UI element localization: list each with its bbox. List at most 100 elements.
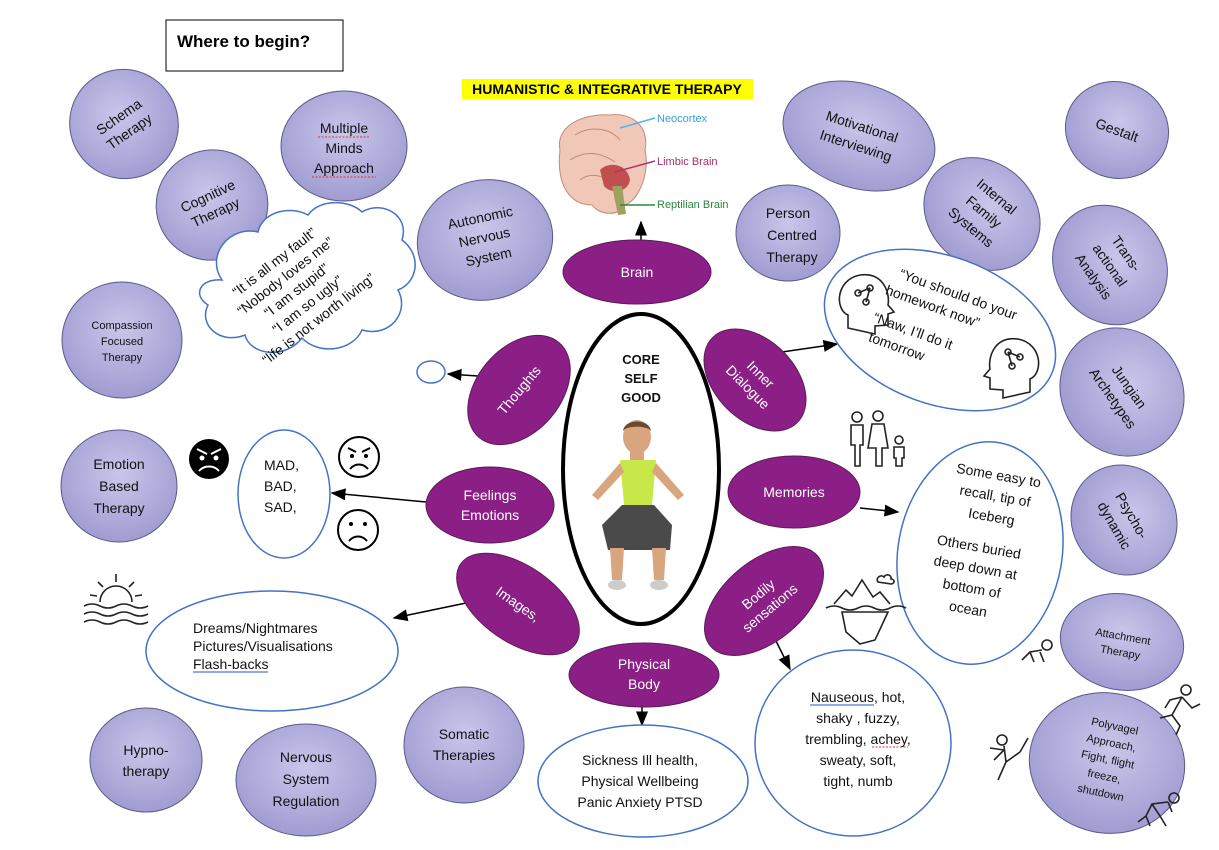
- emotion-line-2: Therapy: [93, 500, 144, 516]
- arrow-thoughts: [446, 368, 479, 381]
- hub-physical-line-0: Physical: [618, 656, 670, 672]
- therapy-motivational: Motivational Interviewing: [782, 80, 936, 192]
- sunset-icon: [83, 574, 149, 625]
- therapy-emotion-based: Emotion Based Therapy: [60, 429, 178, 543]
- family-icon: [850, 410, 905, 467]
- emotion-line-0: Emotion: [93, 456, 144, 472]
- hub-inner-dialogue: Inner Dialogue: [703, 328, 807, 432]
- compassion-line-0: Compassion: [91, 320, 152, 332]
- multiple-minds-line-1: Minds: [325, 140, 362, 156]
- crawling-baby-icon: [1021, 639, 1053, 663]
- feelings-line-2: SAD,: [264, 499, 297, 515]
- therapy-person-centred: Person Centred Therapy: [735, 184, 841, 282]
- therapy-nervous-regulation: Nervous System Regulation: [235, 723, 377, 837]
- arrow-dialogue: [781, 340, 839, 353]
- head-profile-icon: [838, 274, 896, 335]
- hub-physical-line-1: Body: [628, 676, 660, 692]
- therapy-schema: Schema Therapy: [69, 68, 179, 180]
- neocortex-label: Neocortex: [657, 113, 708, 125]
- bodily-line-4: tight, numb: [823, 773, 892, 789]
- memories-line-2: Iceberg: [967, 505, 1016, 529]
- hub-feelings-line-1: Emotions: [461, 507, 519, 523]
- bodily-box: Nauseous, hot, shaky , fuzzy, trembling,…: [754, 649, 952, 837]
- bodily-line-0: Nauseous, hot,: [811, 689, 905, 705]
- thought-cloud: “It is all my fault” “Nobody loves me” “…: [198, 201, 446, 384]
- dialogue-box: “You should do your homework now” “Naw, …: [823, 248, 1057, 412]
- compassion-line-2: Therapy: [102, 352, 143, 364]
- hub-bodily: Bodily sensations: [704, 546, 824, 656]
- therapy-jungian: Jungian Archetypes: [1059, 327, 1185, 457]
- hub-brain-shape: [562, 239, 712, 305]
- hub-thoughts: Thoughts: [467, 334, 571, 446]
- avatar-figure: [592, 420, 684, 590]
- nervous-reg-line-1: System: [283, 771, 330, 787]
- feelings-box: MAD, BAD, SAD,: [237, 429, 331, 559]
- images-line-1: Pictures/Visualisations: [193, 638, 333, 654]
- crouching-person-icon: [1137, 792, 1180, 827]
- head-profile-icon-right: [982, 338, 1040, 399]
- hub-images: Images,: [456, 552, 580, 656]
- arrow-memories: [859, 504, 900, 517]
- hub-brain-line-0: Brain: [621, 264, 654, 280]
- physical-line-1: Physical Wellbeing: [581, 773, 698, 789]
- nervous-reg-line-2: Regulation: [273, 793, 340, 809]
- fighting-person-icon: [989, 734, 1029, 781]
- core-line-0: CORE: [622, 352, 660, 367]
- arrow-images: [392, 602, 467, 622]
- multiple-minds-line-2: Approach: [314, 160, 374, 176]
- therapy-somatic: Somatic Therapies: [403, 686, 525, 804]
- therapy-ta: Trans- actional Analysis: [1052, 204, 1168, 326]
- physical-box: Sickness Ill health, Physical Wellbeing …: [537, 724, 749, 838]
- bodily-line-3: sweaty, soft,: [820, 752, 897, 768]
- images-box: Dreams/Nightmares Pictures/Visualisation…: [145, 590, 399, 712]
- therapy-autonomic: Autonomic Nervous System: [416, 179, 554, 301]
- hub-thoughts-shape: [467, 334, 571, 446]
- hub-brain: Brain: [562, 239, 712, 305]
- nervous-reg-line-0: Nervous: [280, 749, 332, 765]
- physical-line-0: Sickness Ill health,: [582, 752, 698, 768]
- emotion-line-1: Based: [99, 478, 139, 494]
- hypno-line-0: Hypno-: [123, 742, 168, 758]
- hub-feelings: Feelings Emotions: [425, 466, 555, 544]
- memories-box: Some easy to recall, tip of Iceberg Othe…: [896, 441, 1064, 665]
- therapy-compassion: Compassion Focused Therapy: [61, 281, 183, 399]
- therapy-gestalt: Gestalt: [1064, 81, 1170, 179]
- running-person-icon: [1159, 684, 1201, 736]
- therapy-hypno: Hypno- therapy: [89, 707, 203, 813]
- therapy-polyvagal: Polyvagel Approach, Fight, flight freeze…: [1028, 692, 1186, 834]
- core-labels: CORE SELF GOOD: [621, 352, 661, 405]
- hub-feelings-shape: [425, 466, 555, 544]
- compassion-line-1: Focused: [101, 336, 143, 348]
- iceberg-icon: [825, 574, 907, 645]
- therapy-ifs: Internal Family Systems: [923, 157, 1041, 271]
- brain-illustration: Neocortex Limbic Brain Reptilian Brain: [558, 113, 729, 215]
- arrow-bodily: [774, 638, 791, 671]
- sad-face-icon: [337, 509, 379, 551]
- hypno-line-1: therapy: [123, 763, 170, 779]
- therapy-psychodynamic: Psycho- dynamic: [1070, 464, 1178, 576]
- title-text: Where to begin?: [177, 32, 310, 51]
- therapy-multiple-minds: Multiple Minds Approach: [280, 90, 408, 202]
- physical-line-2: Panic Anxiety PTSD: [577, 794, 702, 810]
- hub-feelings-line-0: Feelings: [464, 487, 517, 503]
- frowning-face-icon: [338, 436, 380, 478]
- title-box: [165, 19, 344, 72]
- limbic-label: Limbic Brain: [657, 156, 718, 168]
- images-line-2: Flash-backs: [193, 656, 268, 672]
- bodily-line-2: trembling, achey,: [805, 731, 911, 747]
- hub-images-shape: [456, 552, 580, 656]
- bodily-line-1: shaky , fuzzy,: [816, 710, 900, 726]
- feelings-line-0: MAD,: [264, 457, 299, 473]
- hub-physical-shape: [568, 642, 720, 708]
- somatic-line-0: Somatic: [439, 726, 490, 742]
- reptilian-label: Reptilian Brain: [657, 199, 729, 211]
- person-centred-line-0: Person: [766, 205, 810, 221]
- hub-physical: Physical Body: [568, 642, 720, 708]
- hub-dialogue-shape: [703, 328, 807, 432]
- multiple-minds-line-0: Multiple: [320, 120, 368, 136]
- hub-bodily-shape: [704, 546, 824, 656]
- main-heading: HUMANISTIC & INTEGRATIVE THERAPY: [472, 81, 742, 97]
- angry-face-icon: [189, 439, 229, 479]
- person-centred-line-2: Therapy: [766, 249, 817, 265]
